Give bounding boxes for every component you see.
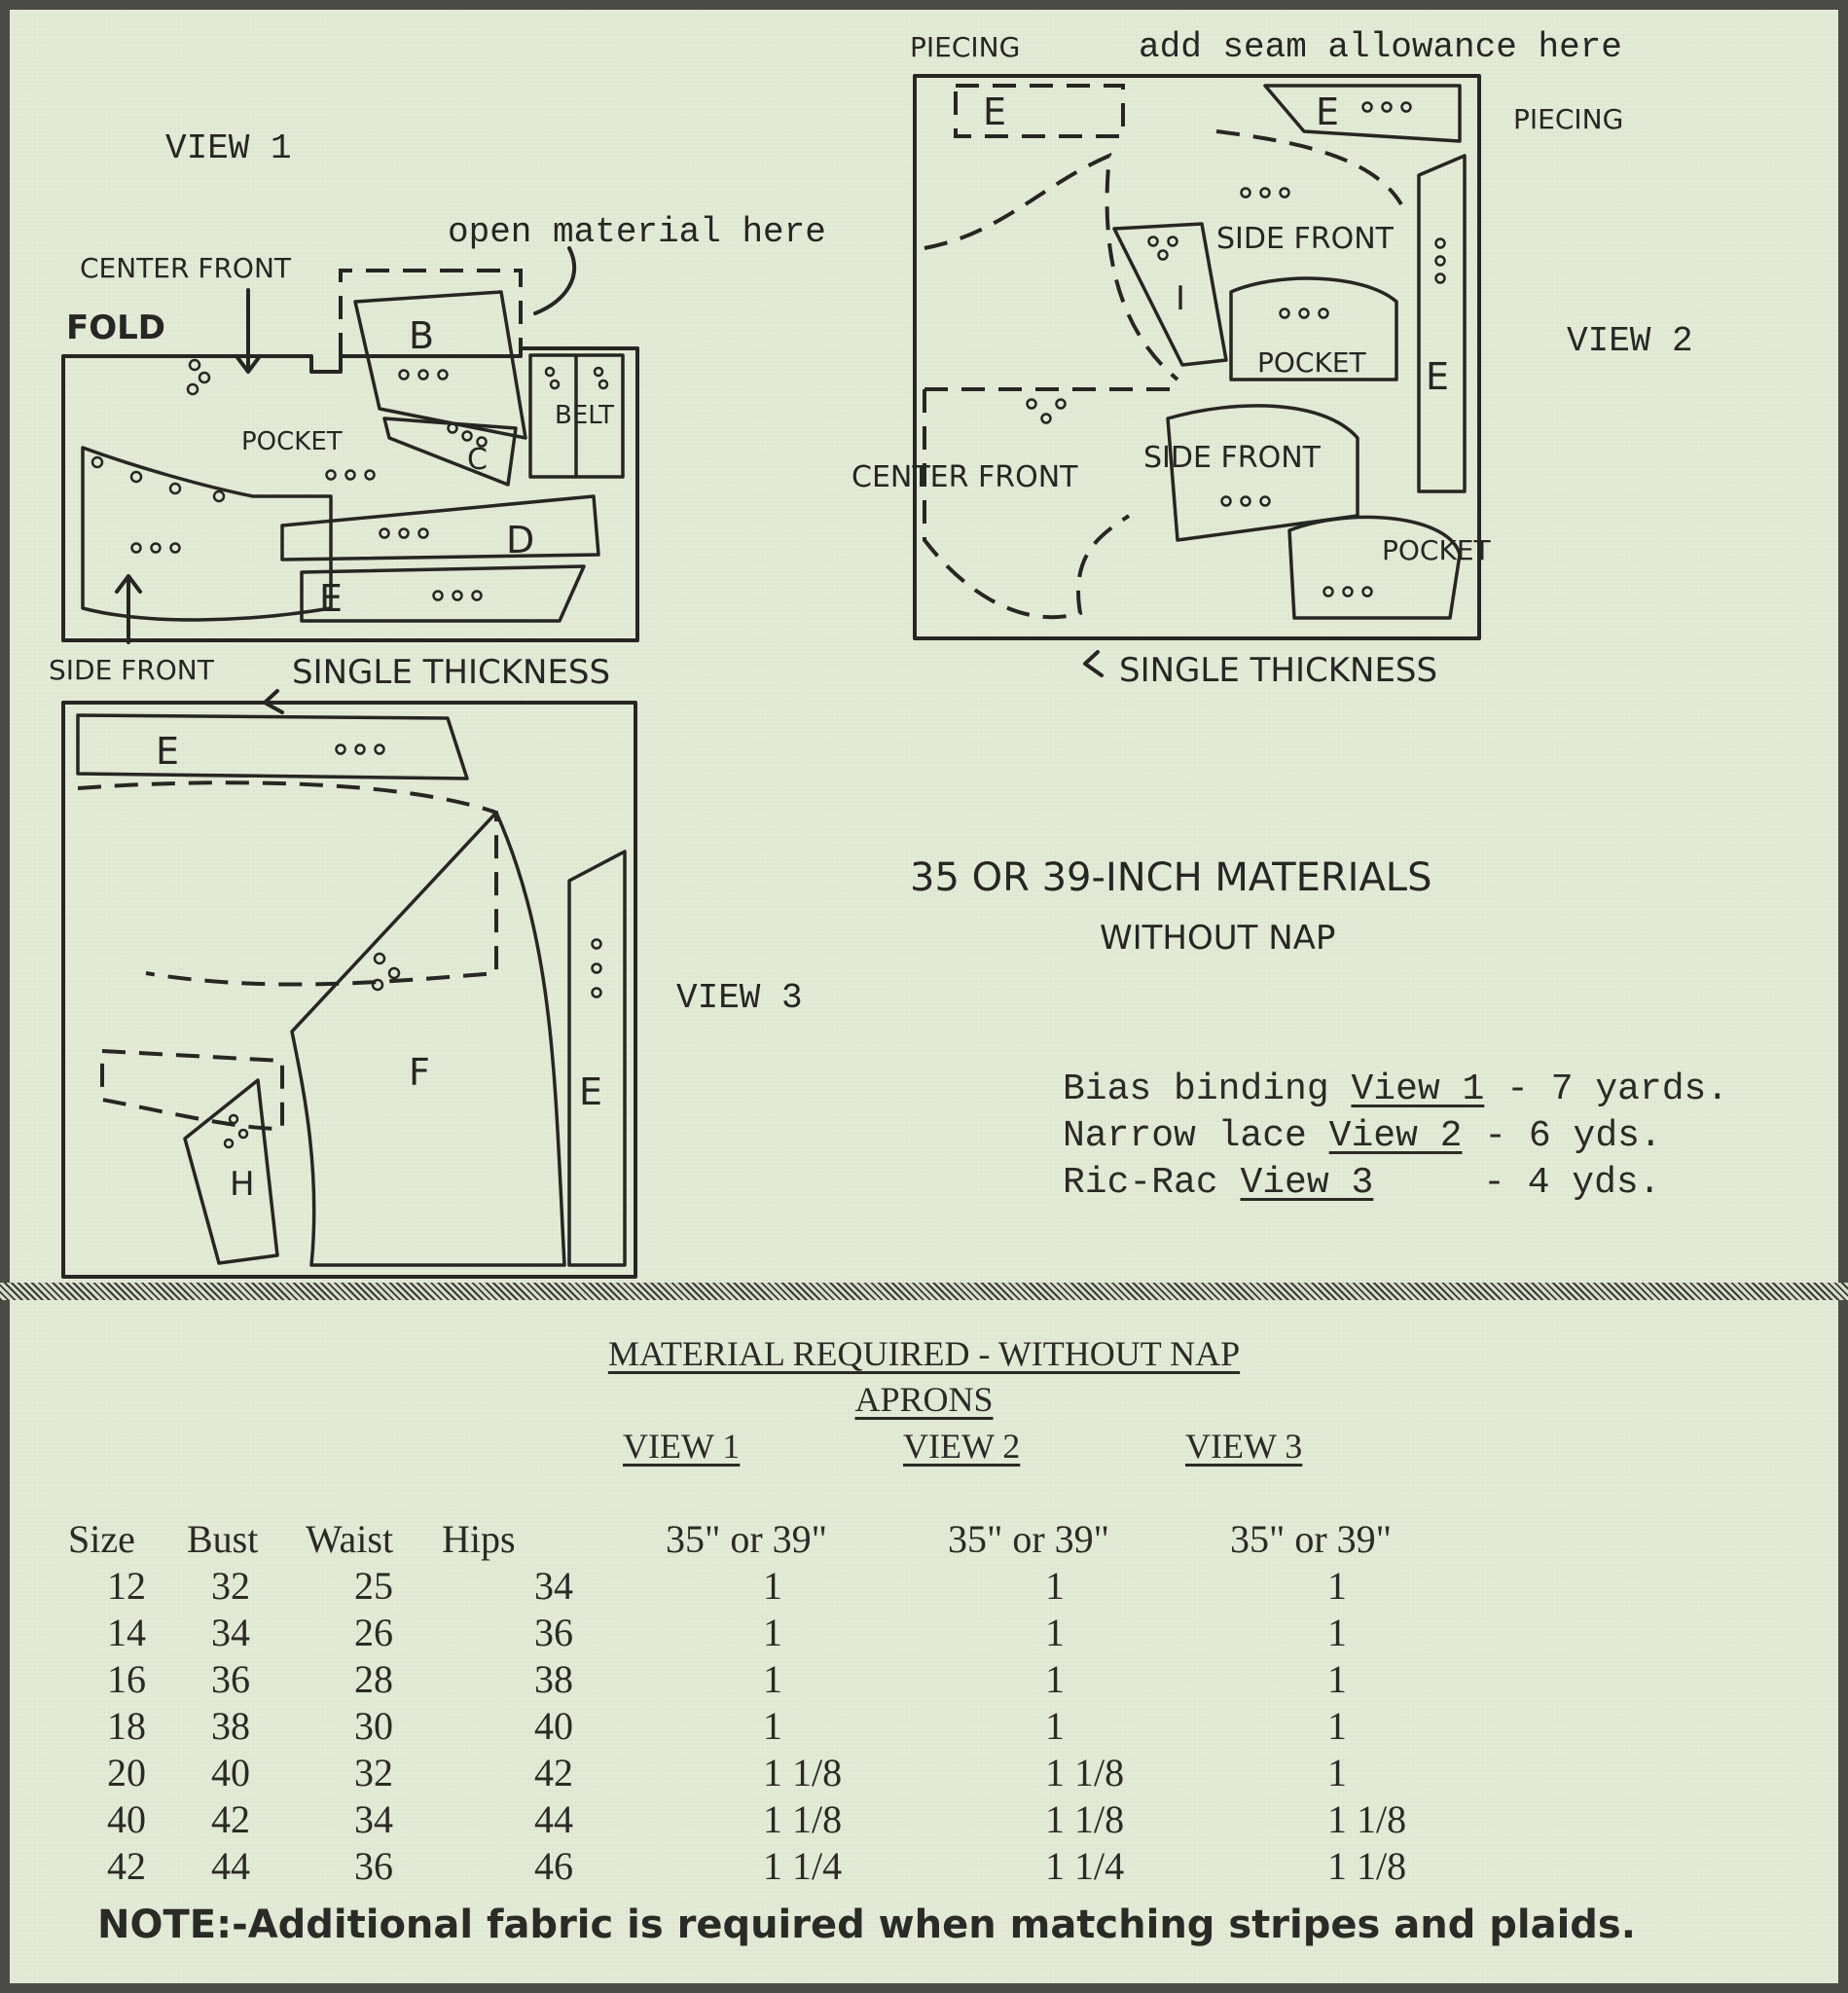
svg-text:I: I xyxy=(1176,279,1185,318)
svg-text:E: E xyxy=(1316,91,1339,133)
table-subtitle: APRONS xyxy=(854,1380,994,1419)
table-title: MATERIAL REQUIRED - WITHOUT NAP xyxy=(607,1334,1241,1373)
fabric-note: NOTE:-Additional fabric is required when… xyxy=(97,1902,1636,1947)
view2-piece-e-strip xyxy=(1417,154,1467,493)
svg-text:POCKET: POCKET xyxy=(1257,346,1367,379)
view1-single-thickness-label: SINGLE THICKNESS xyxy=(292,653,610,692)
view1-piece-c xyxy=(382,417,518,487)
open-material-arrow xyxy=(533,246,576,315)
svg-text:E: E xyxy=(983,91,1006,133)
svg-text:C: C xyxy=(467,443,488,477)
view1-piece-b xyxy=(353,290,527,440)
view2-center-front-label: CENTER FRONT xyxy=(852,460,1078,494)
svg-text:E: E xyxy=(1426,355,1449,398)
view2-side-front-bottom-label: SIDE FRONT xyxy=(1143,441,1322,475)
svg-text:D: D xyxy=(506,519,534,562)
view1-pocket-label: POCKET xyxy=(241,427,343,456)
view3-column-header: VIEW 3 xyxy=(1185,1427,1303,1466)
cutting-layouts: VIEW 1 open material here CENTER FRONT F… xyxy=(49,27,1693,1279)
col-bust: Bust xyxy=(187,1516,259,1561)
view1-center-front-label: CENTER FRONT xyxy=(80,252,292,284)
view1-side-front-piece xyxy=(81,446,333,622)
col-view2-width: 35" or 39" xyxy=(948,1516,1109,1561)
pattern-instruction-sheet: VIEW 1 open material here CENTER FRONT F… xyxy=(10,10,1838,1983)
view3-piece-e-top xyxy=(76,713,469,780)
svg-text:POCKET: POCKET xyxy=(1382,534,1492,566)
material-table: Size Bust Waist Hips 35" or 39" 35" or 3… xyxy=(68,1515,1483,1889)
col-view1-width: 35" or 39" xyxy=(666,1516,827,1561)
view1-layout: VIEW 1 open material here CENTER FRONT F… xyxy=(49,128,826,692)
view3-layout: E F H E VIEW 3 xyxy=(61,689,803,1279)
material-required-section: MATERIAL REQUIRED - WITHOUT NAP APRONS V… xyxy=(0,1299,1848,1993)
view2-piecing-left-label: PIECING xyxy=(910,31,1020,63)
view1-piece-d xyxy=(280,494,600,562)
trim-bias-binding: Bias binding View 1 - 7 yards. xyxy=(1063,1069,1729,1110)
view2-pocket-middle xyxy=(1229,276,1398,381)
view2-frame xyxy=(913,74,1481,640)
col-hips: Hips xyxy=(442,1516,516,1561)
view3-piece-h xyxy=(183,1078,279,1265)
separator-band xyxy=(0,1283,1848,1300)
svg-text:F: F xyxy=(409,1051,430,1094)
view2-column-header: VIEW 2 xyxy=(903,1427,1021,1466)
view2-single-thickness-label: SINGLE THICKNESS xyxy=(1119,651,1437,690)
view1-title: VIEW 1 xyxy=(165,128,292,168)
view2-piece-e-top xyxy=(1263,84,1462,143)
view2-side-front-top-label: SIDE FRONT xyxy=(1216,222,1395,256)
view2-seam-note: add seam allowance here xyxy=(1139,27,1622,67)
view2-layout: PIECING add seam allowance here PIECING … xyxy=(852,27,1693,690)
trim-ric-rac: Ric-Rac View 3 - 4 yds. xyxy=(1063,1162,1661,1204)
view3-title: VIEW 3 xyxy=(676,978,803,1018)
view2-title: VIEW 2 xyxy=(1567,321,1693,361)
col-view3-width: 35" or 39" xyxy=(1230,1516,1392,1561)
svg-text:BELT: BELT xyxy=(555,401,614,430)
view1-side-front-label: SIDE FRONT xyxy=(49,654,215,686)
view1-column-header: VIEW 1 xyxy=(623,1427,741,1466)
svg-text:B: B xyxy=(409,314,434,357)
svg-text:E: E xyxy=(319,577,343,620)
table-header-row: Size Bust Waist Hips 35" or 39" 35" or 3… xyxy=(68,1515,1483,1562)
svg-text:H: H xyxy=(230,1165,255,1204)
view3-frame xyxy=(61,701,637,1279)
materials-heading: 35 OR 39-INCH MATERIALS xyxy=(910,855,1431,900)
view2-piece-i xyxy=(1112,222,1228,367)
open-material-note: open material here xyxy=(448,212,826,252)
svg-text:E: E xyxy=(156,730,179,773)
svg-text:E: E xyxy=(579,1070,602,1113)
col-waist: Waist xyxy=(306,1516,394,1561)
view1-fold-label: FOLD xyxy=(66,308,165,347)
col-size: Size xyxy=(68,1516,135,1561)
view1-frame xyxy=(61,346,639,642)
trim-narrow-lace: Narrow lace View 2 - 6 yds. xyxy=(1063,1115,1662,1157)
view2-piecing-right-label: PIECING xyxy=(1513,103,1623,135)
view3-piece-e-strip xyxy=(567,850,627,1267)
view1-piece-e xyxy=(300,564,586,623)
view3-piece-f xyxy=(290,811,566,1267)
view2-side-front-bottom-piece xyxy=(1166,404,1359,542)
materials-subheading: WITHOUT NAP xyxy=(1100,919,1335,958)
view2-pocket-bottom xyxy=(1287,515,1462,620)
